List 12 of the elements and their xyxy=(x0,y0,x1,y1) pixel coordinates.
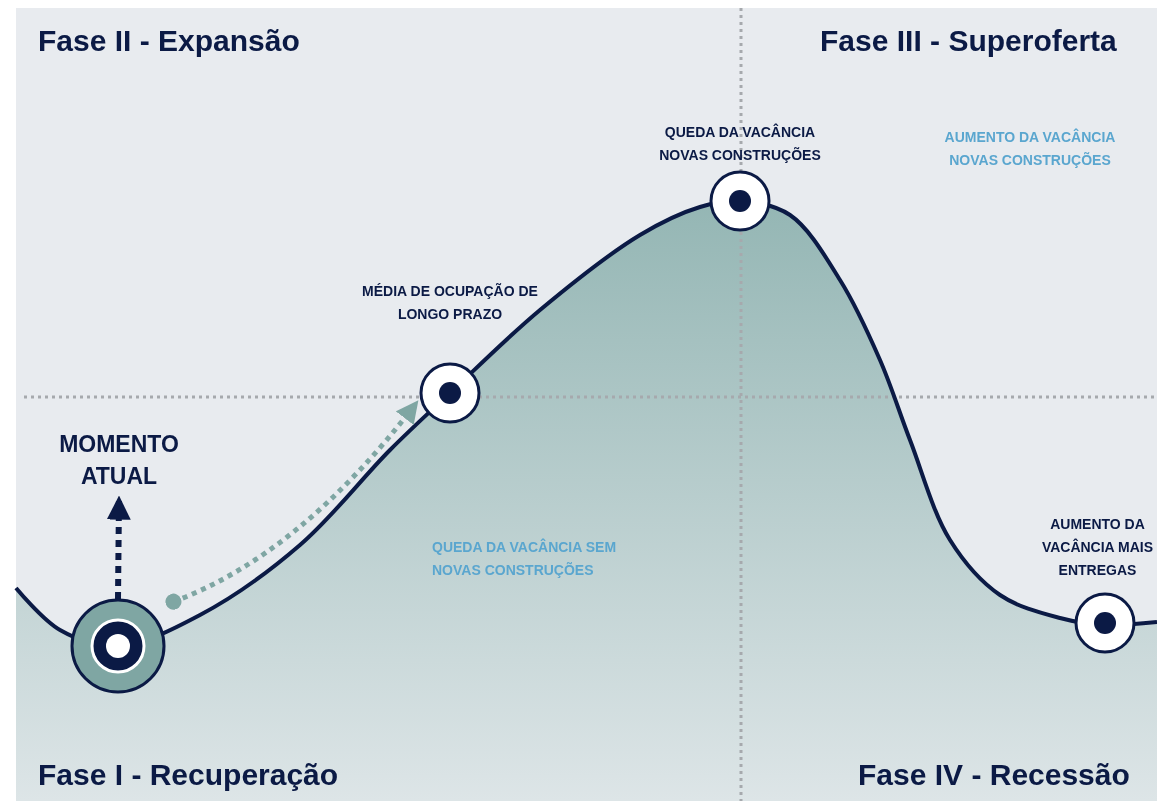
phase-title: Fase III - Superoferta xyxy=(820,24,1117,58)
stage-label: MÉDIA DE OCUPAÇÃO DE LONGO PRAZO xyxy=(361,282,539,324)
stage-label: AUMENTO DA VACÂNCIA NOVAS CONSTRUÇÕES xyxy=(943,127,1117,170)
arrow xyxy=(165,400,419,610)
phase-title: Fase IV - Recessão xyxy=(858,758,1130,792)
status-label: MOMENTO ATUAL xyxy=(58,430,180,491)
arrow xyxy=(106,495,131,600)
stage-label: QUEDA DA VACÂNCIA NOVAS CONSTRUÇÕES xyxy=(658,122,822,165)
phase-title: Fase II - Expansão xyxy=(38,24,300,58)
stage-label: QUEDA DA VACÂNCIA SEM NOVAS CONSTRUÇÕES xyxy=(432,537,618,580)
phase-title: Fase I - Recuperação xyxy=(38,758,339,792)
stage-label: AUMENTO DA VACÂNCIA MAIS ENTREGAS xyxy=(1040,515,1155,580)
